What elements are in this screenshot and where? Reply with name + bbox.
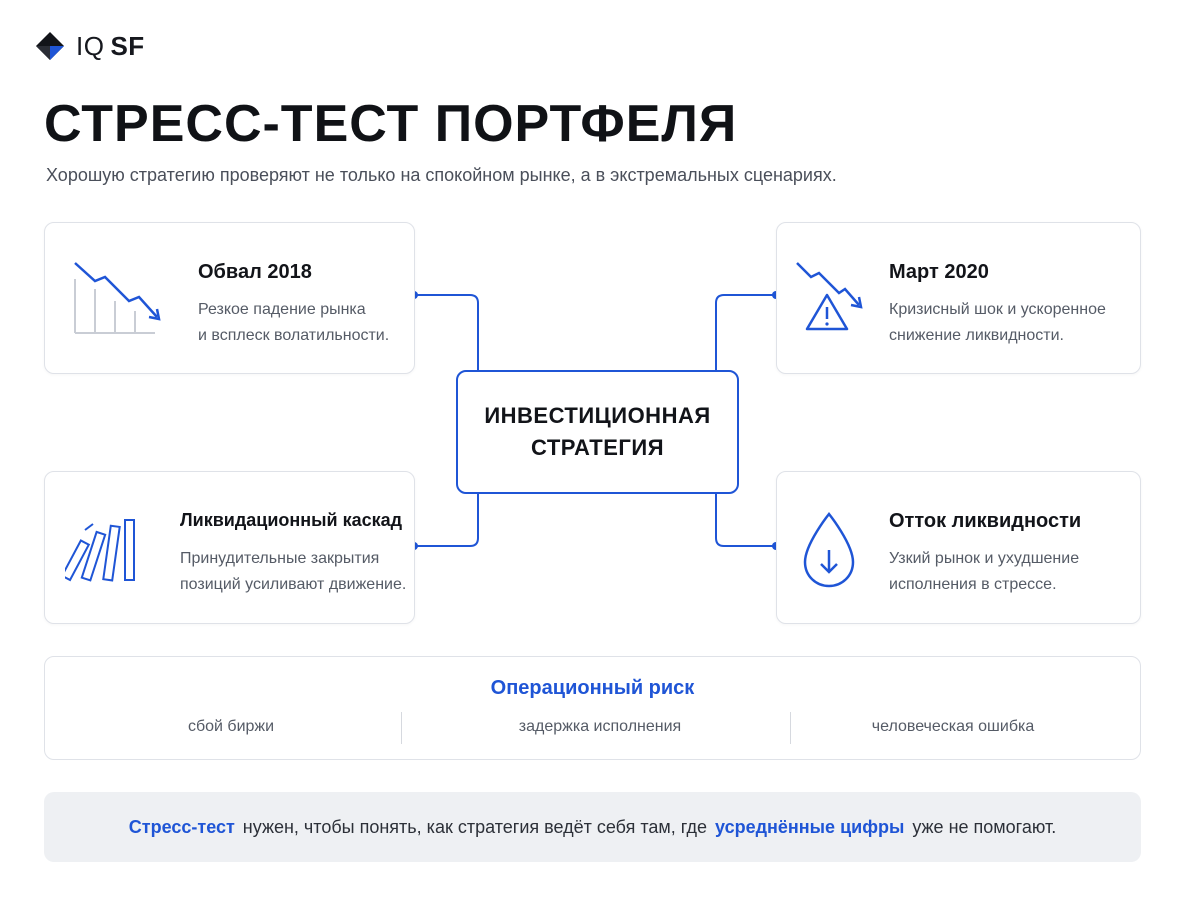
- scenario-card-liquidity-outflow: Отток ликвидности Узкий рынок и ухудшени…: [776, 471, 1141, 624]
- scenario-title: Ликвидационный каскад: [180, 510, 403, 530]
- drop-arrow-icon: [803, 511, 855, 588]
- scenario-card-march-2020: Март 2020 Кризисный шок и ускоренное сни…: [776, 222, 1141, 374]
- scenario-desc-line: Резкое падение рынка: [198, 301, 366, 318]
- scenario-desc-line: исполнения в стрессе.: [889, 576, 1057, 593]
- scenario-desc-line: позиций усиливают движение.: [180, 576, 407, 593]
- scenario-card-crash-2018: Обвал 2018 Резкое падение рынка и всплес…: [44, 222, 415, 374]
- center-strategy-box: ИНВЕСТИЦИОННАЯ СТРАТЕГИЯ: [456, 370, 739, 494]
- center-line: СТРАТЕГИЯ: [530, 435, 665, 460]
- connector-bottom-right: [715, 494, 776, 547]
- note-accent: Стресс-тест: [128, 816, 235, 837]
- page-title: СТРЕСС-ТЕСТ ПОРТФЕЛЯ: [44, 95, 738, 153]
- scenario-desc-line: снижение ликвидности.: [889, 327, 1064, 344]
- brand-suffix: SF: [110, 30, 145, 61]
- center-line: ИНВЕСТИЦИОННАЯ: [484, 403, 711, 428]
- note-text: нужен, чтобы понять, как стратегия ведёт…: [242, 816, 708, 837]
- operational-risk-panel: Операционный риск сбой биржи задержка ис…: [44, 656, 1141, 760]
- divider: [401, 712, 402, 744]
- scenario-description: Узкий рынок и ухудшение исполнения в стр…: [889, 546, 1079, 598]
- warning-trend-icon: [796, 262, 863, 331]
- connector-top-right: [715, 294, 776, 370]
- conclusion-note: Стресс-тест нужен, чтобы понять, как стр…: [44, 792, 1141, 862]
- scenario-desc-line: Принудительные закрытия: [180, 550, 380, 567]
- falling-chart-icon: [74, 262, 161, 334]
- scenario-desc-line: Узкий рынок и ухудшение: [889, 550, 1080, 567]
- scenario-title: Отток ликвидности: [889, 510, 1082, 532]
- diamond-logo-icon: [36, 32, 64, 60]
- scenario-card-liquidation-cascade: Ликвидационный каскад Принудительные зак…: [44, 471, 415, 624]
- page-subtitle: Хорошую стратегию проверяют не только на…: [46, 165, 837, 185]
- scenario-description: Резкое падение рынка и всплеск волатильн…: [198, 297, 389, 349]
- brand-prefix: IQ: [76, 30, 105, 61]
- scenario-description: Принудительные закрытия позиций усиливаю…: [180, 546, 406, 598]
- note-accent: усреднённые цифры: [715, 816, 905, 837]
- note-text: уже не помогают.: [912, 816, 1057, 837]
- scenario-desc-line: и всплеск волатильности.: [198, 327, 390, 344]
- scenario-description: Кризисный шок и ускоренное снижение ликв…: [889, 297, 1106, 349]
- scenario-title: Обвал 2018: [198, 261, 312, 283]
- risk-item: задержка исполнения: [518, 718, 682, 735]
- scenario-desc-line: Кризисный шок и ускоренное: [889, 301, 1106, 318]
- risk-item: человеческая ошибка: [871, 718, 1035, 735]
- risk-item: сбой биржи: [187, 718, 275, 735]
- operational-risk-title: Операционный риск: [490, 677, 695, 699]
- domino-bars-icon: [65, 519, 135, 582]
- connector-bottom-left: [414, 494, 479, 547]
- connector-top-left: [414, 294, 479, 370]
- divider: [790, 712, 791, 744]
- scenario-title: Март 2020: [889, 261, 989, 283]
